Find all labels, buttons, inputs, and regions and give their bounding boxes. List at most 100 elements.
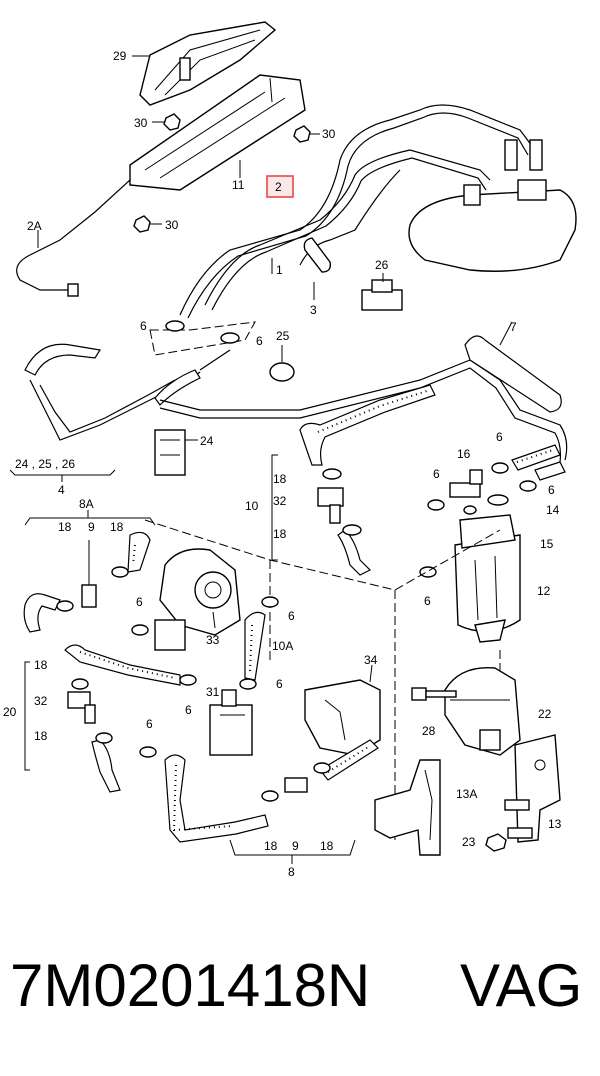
- callout-26: 26: [375, 258, 389, 272]
- callout-9-a: 9: [88, 520, 95, 534]
- bracket-20: [24, 661, 30, 771]
- mounting-plate-11: [129, 74, 306, 191]
- heat-shield-bracket-29: [132, 21, 277, 106]
- hose-10A: [244, 611, 266, 681]
- hose-10: [299, 384, 436, 576]
- highlight-box-2: [266, 175, 294, 198]
- nut-30-top: [152, 113, 181, 131]
- part-number: 7M0201418N: [10, 952, 371, 1019]
- bolt-28: [411, 687, 457, 701]
- fitting-16: [449, 469, 483, 498]
- callout-14: 14: [546, 503, 560, 517]
- valve-9-top: [81, 540, 97, 608]
- callout-6-i: 6: [185, 703, 192, 717]
- callout-6-g: 6: [136, 595, 143, 609]
- callout-6-h: 6: [288, 609, 295, 623]
- callout-9-b: 9: [292, 839, 299, 853]
- valve-9-bottom: [284, 777, 308, 793]
- group-bracket-8: [229, 839, 356, 864]
- sensor-31: [209, 689, 253, 756]
- callout-20: 20: [3, 705, 17, 719]
- clips-6-lower: [139, 674, 257, 758]
- callout-6-f: 6: [424, 594, 431, 608]
- filter-housing-22: [444, 666, 521, 756]
- callout-16: 16: [457, 447, 471, 461]
- callout-6-a: 6: [140, 319, 147, 333]
- callout-6-d: 6: [433, 467, 440, 481]
- callout-15: 15: [540, 537, 554, 551]
- callout-10A: 10A: [272, 639, 293, 653]
- callout-4: 4: [58, 483, 65, 497]
- callout-28: 28: [422, 724, 436, 738]
- callout-8A: 8A: [79, 497, 94, 511]
- pump-33: [154, 548, 241, 651]
- callout-22: 22: [538, 707, 552, 721]
- callout-1: 1: [276, 263, 283, 277]
- bracket-10: [271, 454, 278, 561]
- clip-6-right: [220, 332, 240, 344]
- callout-25: 25: [276, 329, 290, 343]
- clip-24: [154, 429, 198, 476]
- callout-13: 13: [548, 817, 562, 831]
- callout-31: 31: [206, 685, 220, 699]
- callout-6-b: 6: [256, 334, 263, 348]
- callout-30-a: 30: [134, 116, 148, 130]
- connector-32-top: [317, 487, 344, 524]
- callout-30-c: 30: [165, 218, 179, 232]
- callout-8: 8: [288, 865, 295, 879]
- callout-12: 12: [537, 584, 551, 598]
- callout-6-c: 6: [496, 430, 503, 444]
- callout-3: 3: [310, 303, 317, 317]
- callout-24: 24: [200, 434, 214, 448]
- callout-32-b: 32: [34, 694, 48, 708]
- bracket-13: [504, 734, 561, 843]
- clip-6-filter: [419, 462, 537, 578]
- callout-13A: 13A: [456, 787, 477, 801]
- clip-18-mid: [342, 524, 362, 536]
- short-hoses: [511, 444, 566, 481]
- brand-name: VAG: [460, 952, 583, 1019]
- clip-25: [269, 345, 295, 382]
- callout-2A: 2A: [27, 219, 42, 233]
- callout-18-f: 18: [34, 729, 48, 743]
- return-hoses-4: [24, 343, 231, 441]
- callout-32-a: 32: [273, 494, 287, 508]
- sensor-cable-2A: [16, 179, 131, 297]
- clip-6-left: [165, 320, 185, 332]
- callout-6-j: 6: [146, 717, 153, 731]
- callout-34: 34: [364, 653, 378, 667]
- hose-8A: [23, 531, 151, 633]
- callout-2: 2: [275, 180, 282, 194]
- nut-30-right: [293, 125, 320, 143]
- callout-11: 11: [232, 178, 245, 192]
- washer-15: [463, 505, 477, 515]
- callout-18-a: 18: [273, 472, 287, 486]
- clip-18-top: [322, 468, 342, 480]
- oring-14: [487, 494, 509, 506]
- callout-29: 29: [113, 49, 127, 63]
- callout-18-c: 18: [58, 520, 72, 534]
- fuel-filter-12: [454, 514, 521, 643]
- hose-20: [64, 644, 181, 793]
- callout-18-d: 18: [110, 520, 124, 534]
- callout-33: 33: [206, 633, 220, 647]
- hose-3: [303, 237, 332, 300]
- nut-30-bottom: [133, 215, 162, 233]
- dashed-assembly-lines: [144, 519, 501, 840]
- clips-18-20: [71, 678, 113, 744]
- callout-23: 23: [462, 835, 476, 849]
- callout-18-h: 18: [320, 839, 334, 853]
- connector-32-bottom: [67, 691, 96, 724]
- group-bracket-4: [9, 469, 116, 482]
- callout-30-b: 30: [322, 127, 336, 141]
- dashed-leader-6: [149, 321, 256, 356]
- callout-10: 10: [245, 499, 259, 513]
- long-pipe-7: [159, 321, 568, 463]
- hose-8: [164, 739, 379, 843]
- fuel-tank-top: [408, 139, 577, 272]
- callout-6-k: 6: [276, 677, 283, 691]
- clips-18-8A: [56, 566, 129, 612]
- bracket-13A: [374, 759, 441, 856]
- footer: 7M0201418N VAG: [0, 950, 600, 1040]
